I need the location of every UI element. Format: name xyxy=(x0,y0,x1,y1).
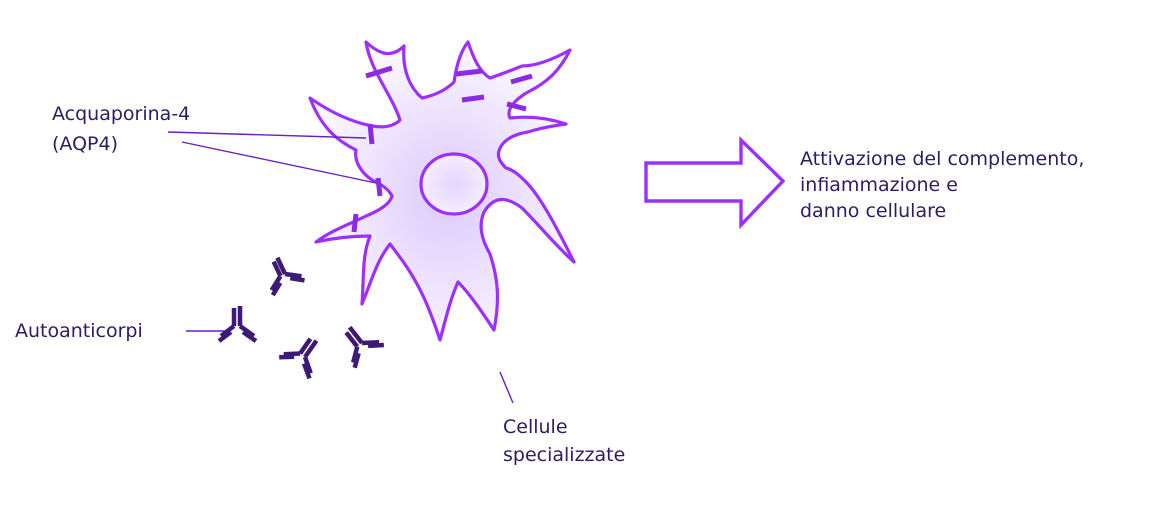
aqp4-receptor-icon xyxy=(455,68,483,77)
antibody-y-icon xyxy=(344,325,384,369)
aqp4-receptor-icon xyxy=(506,101,527,112)
outcome-label-line2: infiammazione e xyxy=(800,174,958,196)
aqp4-label-line2: (AQP4) xyxy=(52,133,118,155)
aqp4-receptor-icon xyxy=(351,213,359,233)
aqp4-receptor-icon xyxy=(365,65,393,79)
astrocyte-cell-icon xyxy=(308,40,576,342)
aqp4-receptor-icon xyxy=(461,94,485,103)
aqp4-label-line1: Acquaporina-4 xyxy=(52,103,190,125)
cells-label-line2: specializzate xyxy=(503,444,625,466)
double-arrow-right-icon xyxy=(644,135,786,230)
cells-leader-line xyxy=(499,371,514,404)
aqp4-leader-line-lower xyxy=(181,141,377,184)
cells-label-line1: Cellule xyxy=(503,416,568,438)
aqp4-receptor-icon xyxy=(510,73,533,85)
aqp4-receptors xyxy=(351,65,533,233)
aqp4-leader-line-upper xyxy=(167,131,367,139)
autoantibodies-group xyxy=(217,256,384,380)
outcome-label-line3: danno cellulare xyxy=(800,200,946,222)
aqp4-receptor-icon xyxy=(375,177,383,197)
autoantibodies-label: Autoanticorpi xyxy=(15,320,143,342)
leader-lines xyxy=(167,131,514,404)
antibody-y-icon xyxy=(279,337,319,380)
cell-nucleus xyxy=(419,152,489,216)
outcome-label-line1: Attivazione del complemento, xyxy=(800,148,1084,170)
antibody-y-icon xyxy=(217,306,258,343)
aqp4-receptor-icon xyxy=(367,123,375,145)
labels: Acquaporina-4 (AQP4) Autoanticorpi Cellu… xyxy=(15,103,1084,466)
antibody-y-icon xyxy=(269,256,305,297)
